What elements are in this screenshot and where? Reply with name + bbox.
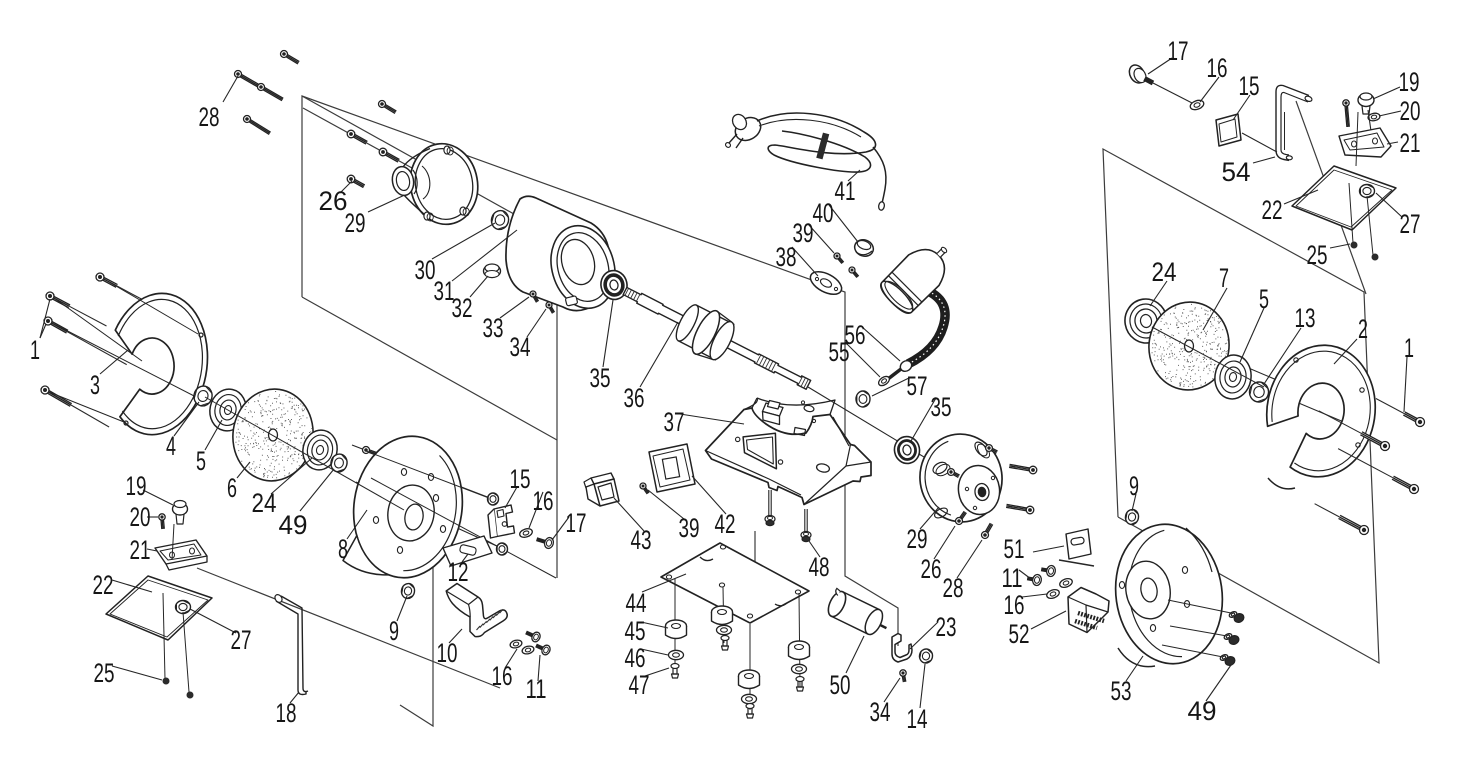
svg-text:21: 21: [1400, 128, 1421, 158]
svg-text:55: 55: [829, 337, 850, 367]
svg-text:25: 25: [94, 658, 115, 688]
svg-text:50: 50: [830, 670, 851, 700]
svg-text:8: 8: [338, 534, 348, 564]
svg-text:48: 48: [809, 552, 830, 582]
svg-text:16: 16: [533, 486, 554, 516]
svg-text:9: 9: [1129, 471, 1139, 501]
svg-text:15: 15: [1239, 71, 1260, 101]
svg-text:25: 25: [1307, 240, 1328, 270]
svg-text:38: 38: [776, 242, 797, 272]
svg-text:20: 20: [1400, 96, 1421, 126]
svg-text:57: 57: [907, 371, 928, 401]
svg-text:31: 31: [434, 276, 455, 306]
svg-text:45: 45: [625, 616, 646, 646]
svg-text:10: 10: [437, 638, 458, 668]
svg-text:24: 24: [252, 488, 277, 518]
svg-text:41: 41: [835, 176, 856, 206]
svg-text:13: 13: [1295, 303, 1316, 333]
svg-text:1: 1: [1404, 333, 1414, 363]
svg-text:3: 3: [90, 370, 100, 400]
svg-text:42: 42: [715, 509, 736, 539]
svg-text:16: 16: [1207, 53, 1228, 83]
svg-text:19: 19: [1399, 67, 1420, 97]
svg-text:22: 22: [93, 570, 114, 600]
svg-text:46: 46: [625, 643, 646, 673]
svg-text:16: 16: [492, 661, 513, 691]
svg-text:5: 5: [1259, 284, 1269, 314]
svg-text:4: 4: [166, 431, 176, 461]
svg-text:27: 27: [231, 625, 252, 655]
svg-text:2: 2: [1358, 314, 1368, 344]
svg-text:49: 49: [279, 510, 308, 540]
svg-text:28: 28: [943, 573, 964, 603]
svg-text:1: 1: [30, 335, 40, 365]
svg-text:44: 44: [626, 588, 647, 618]
svg-text:17: 17: [566, 508, 587, 538]
svg-text:53: 53: [1111, 676, 1132, 706]
svg-text:6: 6: [227, 473, 237, 503]
svg-text:11: 11: [526, 674, 547, 704]
svg-text:7: 7: [1219, 263, 1229, 293]
svg-text:24: 24: [1152, 257, 1177, 287]
svg-text:39: 39: [679, 513, 700, 543]
svg-text:56: 56: [845, 320, 866, 350]
svg-text:19: 19: [126, 471, 147, 501]
svg-text:29: 29: [345, 208, 366, 238]
svg-text:21: 21: [130, 535, 151, 565]
svg-text:27: 27: [1400, 209, 1421, 239]
svg-text:49: 49: [1188, 696, 1217, 726]
svg-text:5: 5: [196, 446, 206, 476]
svg-text:29: 29: [907, 524, 928, 554]
svg-text:17: 17: [1168, 36, 1189, 66]
svg-text:18: 18: [276, 698, 297, 728]
svg-text:22: 22: [1262, 195, 1283, 225]
svg-text:39: 39: [793, 218, 814, 248]
svg-text:52: 52: [1009, 619, 1030, 649]
svg-text:28: 28: [199, 102, 220, 132]
svg-text:34: 34: [510, 332, 531, 362]
svg-text:26: 26: [319, 186, 348, 216]
svg-text:35: 35: [590, 363, 611, 393]
svg-text:33: 33: [483, 313, 504, 343]
svg-text:14: 14: [907, 704, 928, 734]
svg-text:51: 51: [1004, 534, 1025, 564]
svg-text:15: 15: [510, 464, 531, 494]
svg-text:20: 20: [130, 502, 151, 532]
svg-text:34: 34: [870, 697, 891, 727]
svg-text:40: 40: [813, 198, 834, 228]
svg-text:11: 11: [1002, 563, 1023, 593]
svg-text:30: 30: [415, 255, 436, 285]
svg-text:16: 16: [1004, 590, 1025, 620]
svg-text:37: 37: [664, 407, 685, 437]
svg-text:32: 32: [452, 293, 473, 323]
svg-text:9: 9: [389, 616, 399, 646]
svg-text:35: 35: [931, 392, 952, 422]
svg-text:54: 54: [1222, 157, 1251, 187]
svg-text:26: 26: [921, 554, 942, 584]
svg-text:43: 43: [631, 525, 652, 555]
svg-text:47: 47: [629, 670, 650, 700]
svg-text:36: 36: [624, 383, 645, 413]
svg-text:23: 23: [936, 612, 957, 642]
svg-text:12: 12: [448, 557, 469, 587]
